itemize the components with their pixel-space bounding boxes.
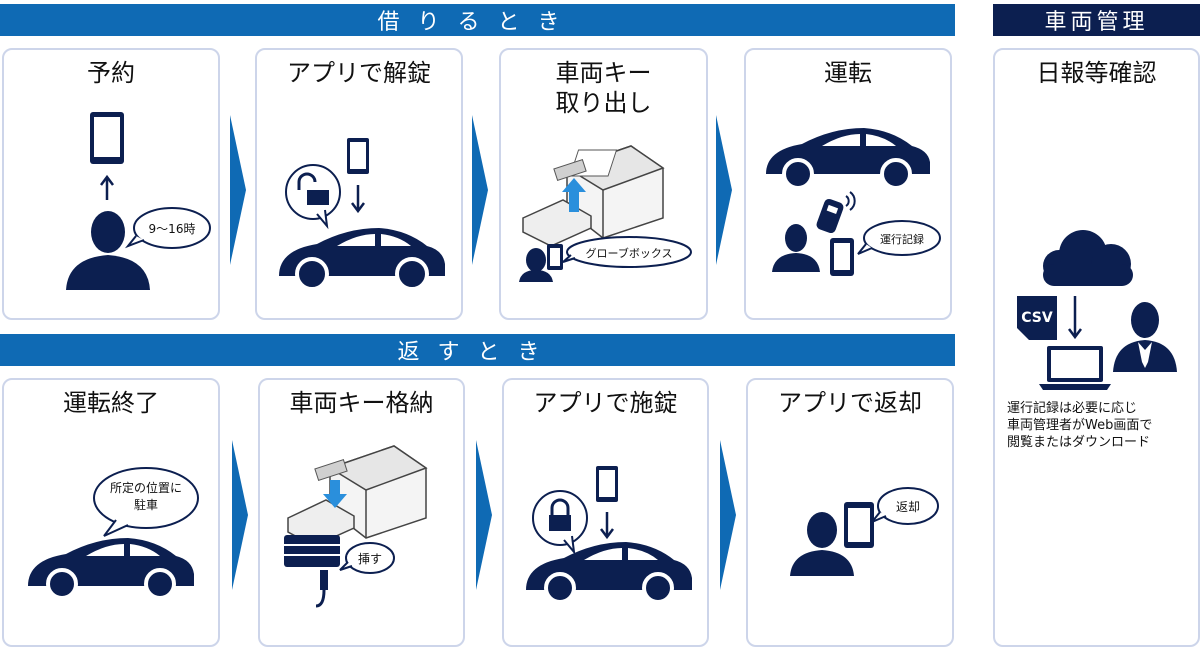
management-banner: 車両管理 <box>993 4 1200 36</box>
speech-bubble-icon: グローブボックス <box>562 236 692 268</box>
management-card: 日報等確認 CSV 運行記録は必要に応じ 車両管理者がWeb画面で 閲覧またはダ… <box>993 48 1200 647</box>
borrow-banner: 借りるとき <box>0 4 955 36</box>
app-lock-illustration <box>526 466 692 604</box>
person-icon <box>66 211 150 290</box>
car-icon <box>279 228 445 291</box>
lock-bubble-icon <box>532 490 588 556</box>
management-note: 運行記録は必要に応じ 車両管理者がWeb画面で 閲覧またはダウンロード <box>1007 401 1153 450</box>
next-arrow-icon <box>472 115 488 265</box>
step-app-unlock-card: アプリで解錠 <box>255 48 463 320</box>
manager-icon <box>1113 302 1177 372</box>
speech-bubble-icon: 挿す <box>339 542 395 574</box>
person-icon <box>790 512 854 576</box>
step-app-lock-card: アプリで施錠 <box>502 378 709 647</box>
person-icon <box>772 224 820 272</box>
step-key-takeout-card: 車両キー 取り出し グローブボックス <box>499 48 708 320</box>
key-insert-icon <box>284 535 340 608</box>
up-arrow-icon <box>100 174 114 200</box>
next-arrow-icon <box>232 440 248 590</box>
next-arrow-icon <box>720 440 736 590</box>
csv-label: CSV <box>1021 310 1053 326</box>
bubble-text: 9〜16時 <box>149 222 196 236</box>
return-banner: 返すとき <box>0 334 955 366</box>
step-title: 予約 <box>87 59 135 87</box>
step-app-return-card: アプリで返却 返却 <box>746 378 954 647</box>
step-title: 運転終了 <box>63 389 159 417</box>
speech-bubble-icon: 返却 <box>871 487 939 525</box>
app-return-illustration: 返却 <box>790 487 939 576</box>
step-title: 運転 <box>824 59 872 87</box>
step-drive-card: 運転 運行記録 <box>744 48 952 320</box>
reserve-illustration: 9〜16時 <box>66 112 211 290</box>
step-key-return-card: 車両キー格納 挿す <box>258 378 465 647</box>
management-title: 日報等確認 <box>1036 59 1157 87</box>
key-takeout-illustration: グローブボックス <box>519 145 692 282</box>
app-unlock-illustration <box>279 138 445 291</box>
down-arrow-icon <box>600 512 614 540</box>
key-box-icon <box>522 145 665 247</box>
step-title: 車両キー 取り出し <box>555 59 652 117</box>
bubble-text-line1: 所定の位置に <box>110 480 182 495</box>
smartphone-icon <box>347 138 369 174</box>
bubble-text: 返却 <box>896 500 920 514</box>
step-title: アプリで施錠 <box>533 389 678 417</box>
down-arrow-icon <box>323 480 347 508</box>
unlock-bubble-icon <box>285 164 341 230</box>
speech-bubble-icon: 9〜16時 <box>124 207 211 249</box>
cloud-icon <box>1043 230 1133 286</box>
end-drive-illustration: 所定の位置に 駐車 <box>28 467 199 600</box>
speech-bubble-icon: 運行記録 <box>857 220 941 256</box>
down-arrow-icon <box>351 185 365 214</box>
next-arrow-icon <box>230 115 246 265</box>
bubble-text-line2: 駐車 <box>134 497 158 512</box>
car-icon <box>28 538 194 600</box>
smartphone-icon <box>596 466 618 502</box>
laptop-icon <box>1039 346 1111 390</box>
key-return-illustration: 挿す <box>284 445 428 608</box>
bubble-text: 運行記録 <box>880 232 924 246</box>
step-title: アプリで解錠 <box>287 59 431 87</box>
bubble-text: 挿す <box>358 552 382 566</box>
tablet-icon <box>830 238 854 276</box>
step-end-drive-card: 運転終了 所定の位置に 駐車 <box>2 378 220 647</box>
car-icon <box>766 128 930 190</box>
smartphone-icon <box>90 112 124 164</box>
step-title: アプリで返却 <box>778 389 922 417</box>
car-key-icon <box>816 191 856 234</box>
up-arrow-icon <box>562 178 586 212</box>
car-icon <box>526 542 692 604</box>
drive-illustration: 運行記録 <box>766 128 941 276</box>
smartphone-icon <box>547 244 563 270</box>
step-title: 車両キー格納 <box>289 389 434 417</box>
down-arrow-icon <box>1068 296 1082 340</box>
key-box-icon <box>287 445 428 547</box>
csv-file-icon: CSV <box>1017 296 1057 340</box>
management-illustration: CSV <box>1017 230 1177 390</box>
person-icon <box>519 248 553 282</box>
tablet-icon <box>844 502 874 548</box>
speech-bubble-icon: 所定の位置に 駐車 <box>93 467 199 537</box>
next-arrow-icon <box>476 440 492 590</box>
step-reserve-card: 予約 9〜16時 <box>2 48 220 320</box>
next-arrow-icon <box>716 115 732 265</box>
bubble-text: グローブボックス <box>585 246 672 260</box>
